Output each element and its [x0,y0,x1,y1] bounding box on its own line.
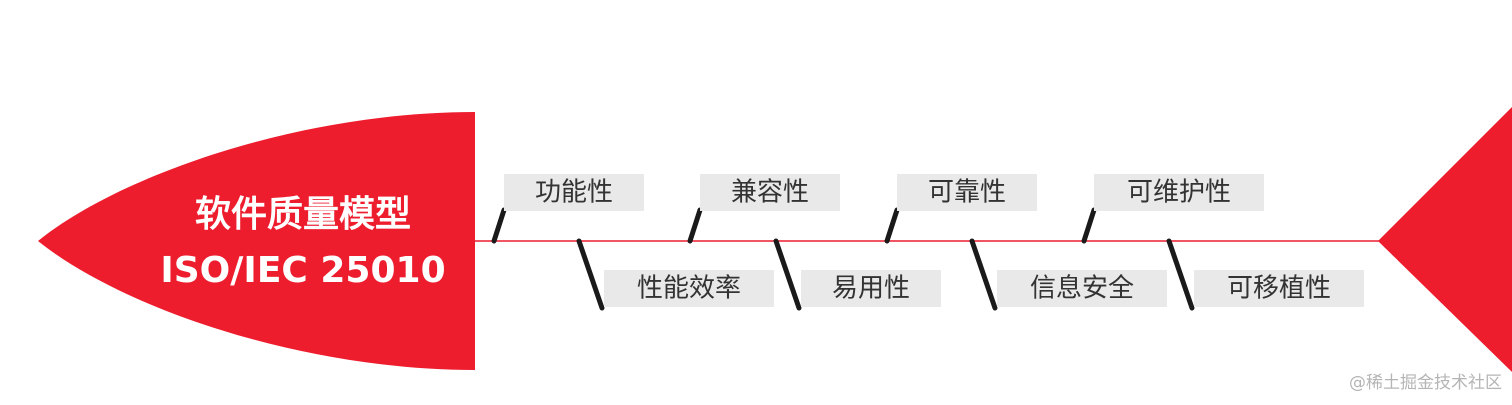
top-bone-2 [687,207,703,244]
top-bone-1 [491,207,507,244]
top-branch-2: 兼容性 [687,174,840,244]
head-title-line1: 软件质量模型 [195,194,411,235]
top-label-box-1 [504,174,644,211]
bottom-label-box-2 [801,270,941,307]
bottom-label-3: 信息安全 [1030,274,1134,304]
bottom-bone-4 [1166,238,1195,311]
top-label-4: 可维护性 [1127,178,1231,208]
bottom-label-box-4 [1194,270,1364,307]
top-label-box-2 [700,174,840,211]
top-bone-3 [884,207,900,244]
top-label-box-4 [1094,174,1264,211]
bottom-bone-1 [576,238,605,311]
bottom-label-1: 性能效率 [637,274,741,304]
bottom-bone-3 [969,238,998,311]
top-label-1: 功能性 [535,178,613,208]
bottom-bone-2 [773,238,802,311]
fish-tail [1378,107,1512,372]
bottom-branch-2: 易用性 [773,238,941,311]
bottom-label-4: 可移植性 [1227,274,1331,304]
fish-head [38,112,475,370]
top-bone-4 [1081,207,1097,244]
watermark: @稀土掘金技术社区 [1349,373,1502,393]
bottom-branch-4: 可移植性 [1166,238,1364,311]
head-title-line2: ISO/IEC 25010 [160,250,445,291]
bottom-branch-1: 性能效率 [576,238,774,311]
top-branch-3: 可靠性 [884,174,1037,244]
top-label-2: 兼容性 [731,178,809,208]
bottom-branch-3: 信息安全 [969,238,1167,311]
top-label-3: 可靠性 [928,178,1006,208]
top-label-box-3 [897,174,1037,211]
bottom-label-box-1 [604,270,774,307]
bottom-label-2: 易用性 [832,274,910,304]
top-branch-1: 功能性 [491,174,644,244]
top-branch-4: 可维护性 [1081,174,1264,244]
bottom-label-box-3 [997,270,1167,307]
